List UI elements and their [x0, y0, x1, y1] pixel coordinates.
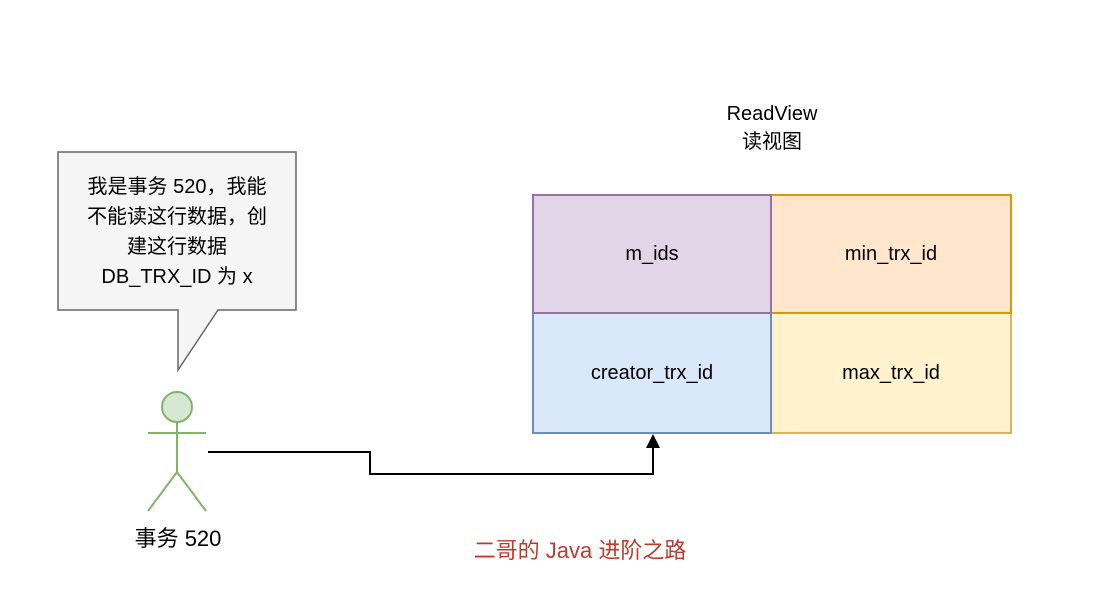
bubble-line-2: 不能读这行数据，创	[87, 206, 267, 228]
bubble-text: 我是事务 520，我能 不能读这行数据，创 建这行数据 DB_TRX_ID 为 …	[58, 172, 296, 292]
actor-head	[161, 391, 193, 423]
cell-min-trx-id-label: min_trx_id	[844, 242, 938, 265]
read-view-title: ReadView	[726, 103, 818, 125]
bubble-line-4: DB_TRX_ID 为 x	[101, 266, 253, 288]
watermark-text: 二哥的 Java 进阶之路	[473, 538, 687, 563]
connector-arrow	[208, 434, 660, 475]
cell-m-ids-label: m_ids	[625, 242, 679, 265]
cell-creator-trx-id: creator_trx_id	[532, 314, 772, 434]
actor-figure	[147, 391, 207, 512]
cell-min-trx-id: min_trx_id	[772, 194, 1012, 314]
bubble-line-3: 建这行数据	[127, 236, 227, 258]
cell-max-trx-id: max_trx_id	[772, 314, 1012, 434]
read-view-heading: ReadView 读视图	[672, 100, 872, 156]
actor-left-leg	[147, 471, 178, 512]
cell-creator-trx-id-label: creator_trx_id	[590, 361, 714, 384]
cell-max-trx-id-label: max_trx_id	[842, 361, 940, 384]
speech-bubble	[57, 151, 297, 373]
read-view-subtitle: 读视图	[742, 131, 802, 153]
actor-label: 事务 520	[134, 526, 222, 551]
bubble-line-1: 我是事务 520，我能	[87, 176, 267, 198]
arrow-head	[646, 434, 660, 448]
actor-right-leg	[176, 471, 207, 512]
cell-m-ids: m_ids	[532, 194, 772, 314]
